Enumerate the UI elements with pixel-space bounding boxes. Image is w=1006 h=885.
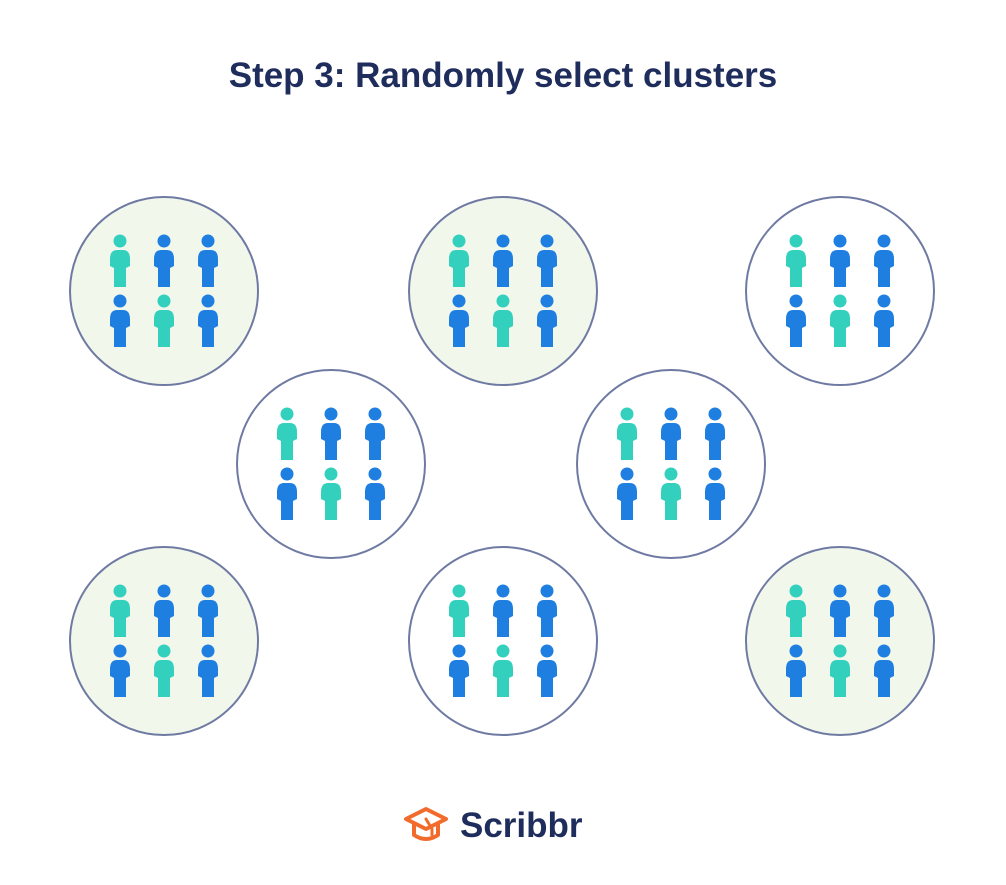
cluster-middle-right: [576, 369, 766, 559]
graduation-cap-icon: [404, 807, 448, 841]
person-icon: [154, 644, 174, 697]
cluster-circle: [408, 196, 598, 386]
scribbr-logo: Scribbr: [402, 802, 583, 850]
person-icon: [277, 407, 297, 460]
person-icon: [493, 584, 513, 637]
page-title: Step 3: Randomly select clusters: [228, 56, 778, 95]
cluster-top-left: [69, 196, 259, 386]
person-icon: [449, 584, 469, 637]
person-icon: [198, 644, 218, 697]
cluster-middle-left: [236, 369, 426, 559]
person-icon: [537, 294, 557, 347]
person-icon: [493, 644, 513, 697]
logo-text: Scribbr: [460, 806, 583, 845]
person-icon: [110, 644, 130, 697]
person-icon: [537, 644, 557, 697]
person-icon: [874, 234, 894, 287]
person-icon: [830, 294, 850, 347]
cluster-circle: [236, 369, 426, 559]
person-icon: [365, 467, 385, 520]
person-icon: [198, 294, 218, 347]
person-icon: [617, 407, 637, 460]
person-icon: [786, 294, 806, 347]
person-icon: [321, 467, 341, 520]
cluster-circle: [408, 546, 598, 736]
person-icon: [830, 234, 850, 287]
person-icon: [449, 294, 469, 347]
person-icon: [321, 407, 341, 460]
cluster-circle: [745, 546, 935, 736]
person-icon: [198, 584, 218, 637]
cluster-circle: [745, 196, 935, 386]
person-icon: [705, 467, 725, 520]
person-icon: [661, 407, 681, 460]
person-icon: [493, 294, 513, 347]
cluster-circle: [576, 369, 766, 559]
cluster-bottom-left: [69, 546, 259, 736]
person-icon: [705, 407, 725, 460]
cluster-bottom-right: [745, 546, 935, 736]
cluster-circle: [69, 196, 259, 386]
person-icon: [154, 294, 174, 347]
cluster-top-right: [745, 196, 935, 386]
cluster-top-center: [408, 196, 598, 386]
person-icon: [786, 234, 806, 287]
person-icon: [830, 644, 850, 697]
person-icon: [874, 294, 894, 347]
cluster-circle: [69, 546, 259, 736]
person-icon: [198, 234, 218, 287]
person-icon: [110, 294, 130, 347]
person-icon: [617, 467, 637, 520]
person-icon: [786, 584, 806, 637]
person-icon: [786, 644, 806, 697]
person-icon: [449, 234, 469, 287]
cluster-bottom-center: [408, 546, 598, 736]
person-icon: [874, 584, 894, 637]
person-icon: [661, 467, 681, 520]
person-icon: [110, 584, 130, 637]
person-icon: [537, 234, 557, 287]
person-icon: [493, 234, 513, 287]
person-icon: [110, 234, 130, 287]
person-icon: [830, 584, 850, 637]
person-icon: [365, 407, 385, 460]
person-icon: [874, 644, 894, 697]
person-icon: [277, 467, 297, 520]
person-icon: [154, 584, 174, 637]
person-icon: [449, 644, 469, 697]
person-icon: [154, 234, 174, 287]
person-icon: [537, 584, 557, 637]
